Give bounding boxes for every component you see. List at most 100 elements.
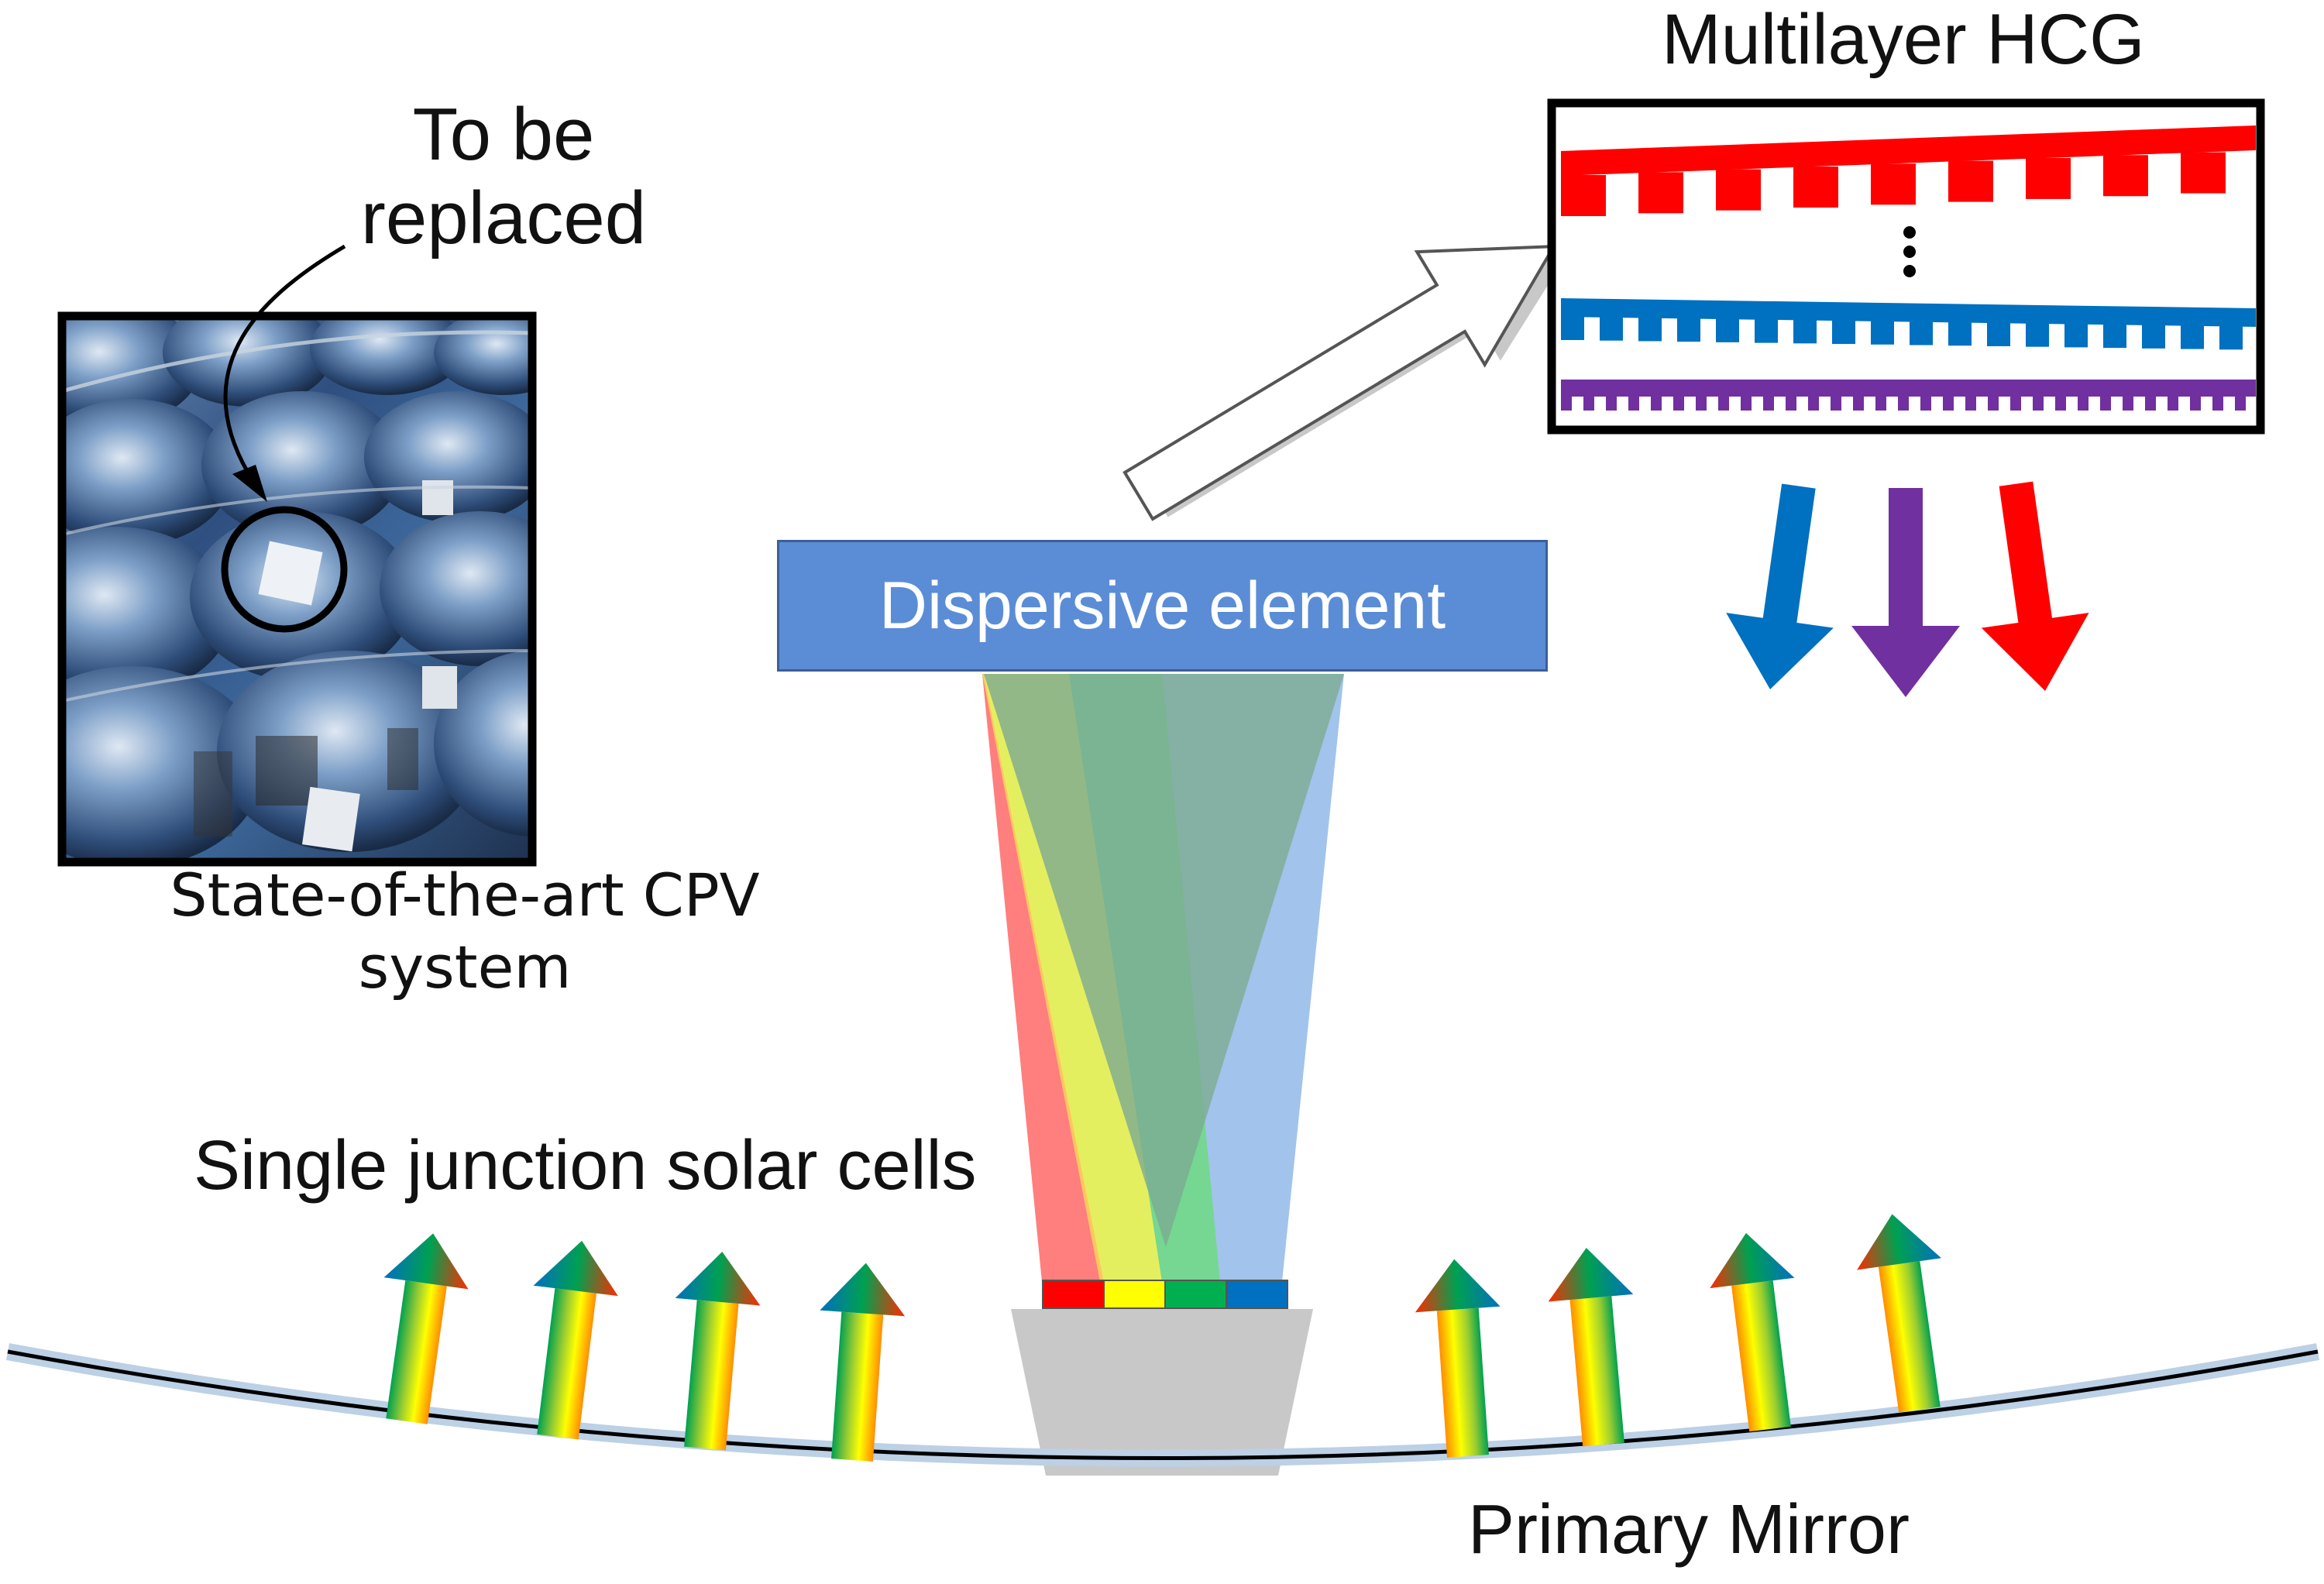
solar-cells-label: Single junction solar cells [194, 1127, 977, 1204]
dispersive-element-box: Dispersive element [777, 540, 1548, 672]
blue-grating-tooth [2064, 323, 2088, 348]
callout-arrowhead [232, 465, 267, 502]
blue-cell [1226, 1280, 1288, 1309]
purple-grating-tooth [2190, 396, 2201, 411]
blue-beam [1162, 674, 1344, 1282]
blue-grating-tooth [1948, 321, 1972, 346]
blue-grating-tooth [1638, 317, 1662, 342]
highlight-circle [221, 506, 348, 633]
blue-grating-tooth [1755, 318, 1778, 343]
blue-arrow-icon [1726, 483, 1834, 689]
rainbow-arrow [383, 1233, 469, 1424]
blue-grating-tooth [1716, 318, 1739, 342]
vertical-ellipsis-icon [1903, 246, 1916, 258]
red-grating-tooth [1793, 166, 1838, 208]
dispersive-element-label: Dispersive element [878, 568, 1446, 643]
red-grating-tooth [2103, 155, 2148, 197]
purple-grating-tooth [2235, 396, 2246, 411]
red-arrow-icon [1981, 481, 2089, 691]
overlap-beam [984, 674, 1344, 1247]
purple-grating-tooth [2033, 396, 2044, 411]
purple-arrow-icon [1851, 488, 1960, 697]
rainbow-arrow [1415, 1259, 1501, 1458]
photo-frame [57, 311, 537, 867]
purple-grating-tooth [1583, 396, 1594, 411]
purple-grating-tooth [1853, 396, 1864, 411]
blue-grating-tooth [1987, 321, 2010, 346]
purple-grating-tooth [1875, 396, 1886, 411]
receiver-block [1011, 1309, 1313, 1476]
blue-grating-tooth [1677, 318, 1700, 342]
rainbow-arrow [1857, 1214, 1942, 1413]
blue-grating-tooth [1793, 319, 1817, 344]
rainbow-arrow [1548, 1247, 1634, 1447]
yellow-cell [1103, 1280, 1166, 1309]
hcg-box [1547, 98, 2265, 435]
red-grating-tooth [1561, 175, 1606, 216]
cpv-photo [57, 244, 537, 867]
reflected-arrows-left [383, 1233, 906, 1462]
blue-grating-tooth [1832, 320, 1855, 345]
purple-grating-tooth [2100, 396, 2111, 411]
green-cell [1164, 1280, 1227, 1309]
purple-grating-tooth [2078, 396, 2089, 411]
rainbow-arrow [675, 1251, 761, 1451]
blue-grating-tooth [2142, 324, 2165, 349]
blue-grating-tooth [2026, 322, 2049, 347]
output-arrows [1726, 481, 2089, 697]
to-be-replaced-label: To be replaced [360, 93, 647, 259]
purple-grating-tooth [1628, 396, 1639, 411]
red-grating-tooth [2026, 157, 2071, 199]
purple-grating-tooth [2168, 396, 2178, 411]
purple-grating-tooth [1898, 396, 1909, 411]
photo-dishes [62, 316, 532, 862]
purple-grating-tooth [1786, 396, 1796, 411]
purple-grating-tooth [2055, 396, 2066, 411]
purple-grating-tooth [1561, 396, 1572, 411]
solar-cells [1042, 1280, 1288, 1309]
purple-grating-bar [1561, 380, 2256, 397]
purple-grating-tooth [1965, 396, 1976, 411]
blue-grating-tooth [2181, 325, 2204, 349]
purple-grating-tooth [2145, 396, 2156, 411]
purple-grating-tooth [1943, 396, 1954, 411]
replace-arrow [1122, 244, 1569, 521]
red-grating [1561, 125, 2256, 216]
vertical-ellipsis-icon [1903, 226, 1916, 239]
rainbow-arrow [820, 1263, 906, 1462]
purple-grating-tooth [1673, 396, 1684, 411]
vertical-ellipsis-icon [1903, 265, 1916, 277]
blue-grating-tooth [2219, 325, 2243, 350]
red-grating-tooth [1716, 169, 1761, 211]
blue-grating-tooth [1600, 316, 1623, 341]
primary-mirror-curve [7, 1349, 2319, 1460]
purple-grating [1561, 380, 2256, 411]
callout-curve [223, 244, 346, 474]
cpv-caption: State-of-the-art CPV system [170, 861, 760, 1002]
blue-grating-tooth [1910, 321, 1933, 345]
purple-grating-tooth [1831, 396, 1841, 411]
red-cell [1042, 1280, 1105, 1309]
red-grating-bar [1561, 125, 2256, 176]
primary-mirror-label: Primary Mirror [1468, 1491, 1910, 1569]
red-grating-tooth [1638, 172, 1683, 214]
red-grating-tooth [1871, 163, 1916, 205]
purple-grating-tooth [1763, 396, 1774, 411]
rainbow-arrow [1710, 1232, 1795, 1432]
purple-grating-tooth [2212, 396, 2223, 411]
purple-grating-tooth [1920, 396, 1931, 411]
rainbow-arrow [533, 1240, 618, 1440]
reflected-arrows-right [1415, 1214, 1942, 1458]
red-grating-tooth [1948, 160, 1993, 202]
purple-grating-tooth [1988, 396, 1999, 411]
purple-grating-tooth [2123, 396, 2133, 411]
blue-grating-tooth [2103, 324, 2126, 349]
blue-grating-bar [1561, 298, 2256, 327]
purple-grating-tooth [1606, 396, 1617, 411]
red-grating-tooth [2181, 152, 2226, 194]
hcg-title: Multilayer HCG [1662, 0, 2145, 79]
blue-grating-tooth [1871, 320, 1894, 345]
purple-grating-tooth [1741, 396, 1752, 411]
